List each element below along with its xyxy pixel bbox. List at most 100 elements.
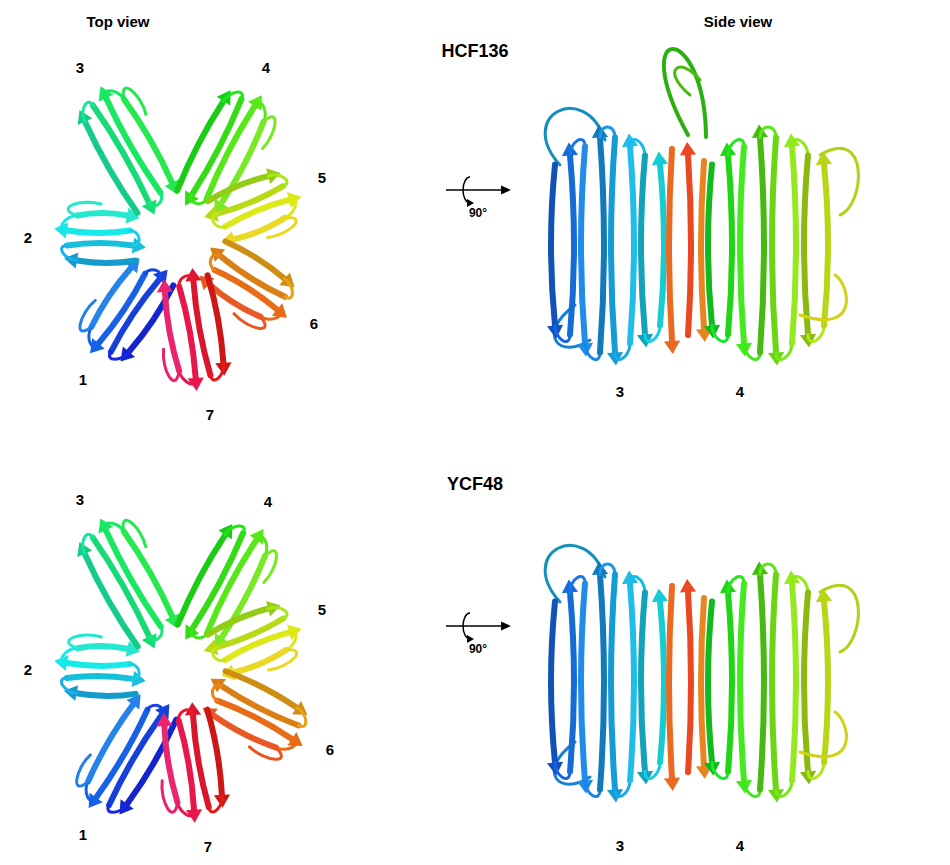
beta-strand [77,693,136,696]
axis-arrowhead [501,622,511,631]
rotation-axis [446,625,503,627]
blade-number: 5 [318,602,326,619]
coil-loop [80,300,95,331]
strand-arrowhead [680,579,696,592]
blade-number: 3 [76,492,84,509]
coil-loop [68,202,101,215]
beta-strand [641,156,645,335]
beta-strand [226,241,285,278]
coil-loop [285,199,295,217]
beta-strand [824,602,828,763]
coil-loop [62,216,77,231]
strand-arrowhead [664,341,680,354]
beta-strand [92,268,131,327]
coil-loop [776,781,792,797]
beta-strand [215,270,277,310]
coil-loop [261,310,281,320]
coil-loop [179,276,193,287]
coil-loop [210,255,220,270]
beta-strand [701,598,704,766]
blade-number: 7 [204,839,212,856]
beta-strand [67,231,130,234]
coil-loop [250,747,282,759]
strand-arrowhead [652,152,668,166]
coil-loop [820,148,858,215]
coil-loop [297,708,306,727]
beta-strand [77,646,127,649]
coil-loop [225,526,244,535]
beta-strand [99,274,146,344]
blade-number: 2 [24,230,32,247]
beta-strand [124,99,172,182]
coil-loop [268,650,296,670]
coil-loop [276,739,295,749]
coil-loop [808,326,824,342]
coil-loop [210,363,223,380]
coil-loop [800,712,846,757]
beta-strand [669,149,672,341]
beta-strand [179,287,196,378]
beta-strand [708,165,712,326]
coil-loop [62,648,78,663]
coil-loop [83,102,93,122]
beta-strand [792,584,796,781]
blade-number: 3 [616,384,624,401]
coil-loop [792,139,808,155]
beta-strand [740,147,744,344]
rotation-arrowhead [467,199,474,207]
rotation-axis [446,189,503,191]
blade-number: 4 [264,494,272,511]
beta-strand [760,575,764,790]
beta-strand [688,155,691,335]
coil-loop [130,231,139,246]
coil-loop [212,685,221,701]
coil-loop [83,534,93,553]
beta-strand [67,676,133,679]
beta-strand [728,593,732,772]
coil-loop [268,175,287,186]
beta-strand [570,156,574,335]
coil-loop [224,92,243,101]
blade-number: 6 [310,316,318,333]
beta-strand [88,705,133,782]
blade-number: 6 [326,742,334,759]
beta-strand [630,584,634,781]
coil-loop [820,585,858,652]
coil-loop [800,275,846,320]
protein-name: HCF136 [441,42,508,62]
coil-loop [213,214,226,227]
coil-loop [108,804,127,812]
rotation-arrowhead [467,635,474,643]
beta-strand [217,701,292,739]
blade-number: 3 [616,838,624,855]
beta-strand [67,243,133,246]
blade-number: 1 [79,372,87,389]
coil-loop [776,344,792,360]
strand-arrowhead [157,279,173,292]
beta-strand [701,161,704,329]
coil-loop [191,195,207,204]
beta-strand [824,165,828,326]
beta-strand [804,156,808,335]
coil-loop [630,576,645,592]
coil-loop [61,678,76,693]
beta-strand [77,213,127,216]
beta-strand [551,602,555,763]
beta-strand [611,575,615,790]
beta-strand [207,710,222,795]
coil-loop [255,103,266,122]
view-heading: Top view [86,14,149,31]
beta-strand [217,186,283,214]
coil-loop [179,371,196,384]
beta-strand [660,165,664,326]
coil-loop [77,755,91,786]
coil-loop [89,327,99,347]
beta-strand [611,138,615,353]
beta-strand [669,586,672,778]
beta-strand [179,721,194,810]
coil-loop [264,551,277,583]
coil-loop [86,781,96,801]
coil-loop [664,49,706,137]
rotation-symbol [446,613,511,643]
